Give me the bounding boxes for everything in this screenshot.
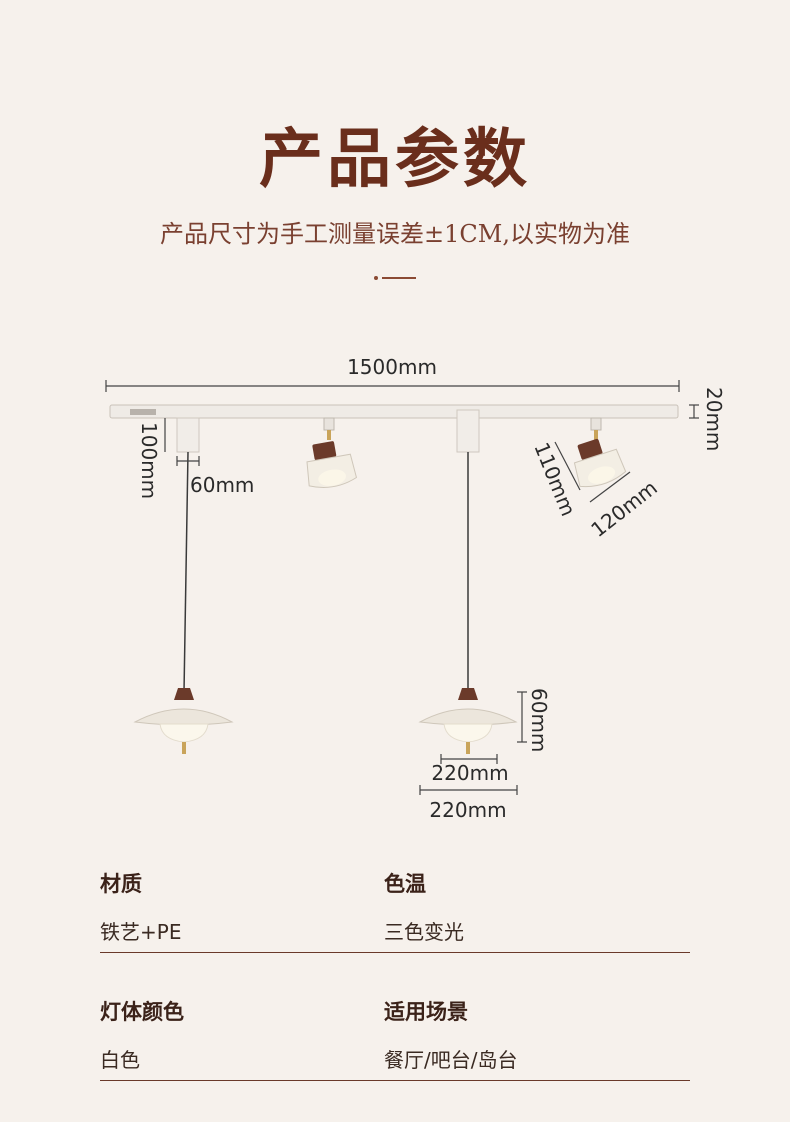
- spot-height-label: 110mm: [529, 439, 580, 520]
- pendant-canister-2: [456, 409, 480, 453]
- spec-label-color-temp: 色温: [384, 872, 426, 896]
- spot-light-2: [573, 438, 627, 488]
- spec-section-1: 材质 铁艺+PE 色温 三色变光: [100, 860, 690, 954]
- product-dimension-diagram: 1500mm 20mm 100mm 60mm 1: [105, 355, 726, 822]
- spec-label-body-color: 灯体颜色: [100, 1000, 184, 1024]
- pendant-cord-1: [183, 451, 189, 693]
- divider-line: [382, 277, 416, 279]
- page-title: 产品参数: [259, 122, 531, 197]
- spot-light-1: [306, 441, 358, 488]
- shade-height-label: 60mm: [527, 688, 551, 752]
- track-height-label: 20mm: [702, 387, 726, 451]
- spec-divider-1: [100, 952, 690, 953]
- length-dimension: [105, 380, 680, 392]
- track-length-label: 1500mm: [347, 355, 437, 379]
- canister-width-label: 60mm: [190, 473, 254, 497]
- spot-adapter-1: [323, 417, 335, 431]
- spec-label-scene: 适用场景: [384, 1000, 468, 1024]
- shade-width-label: 220mm: [429, 798, 506, 822]
- track-connector: [130, 409, 156, 415]
- pendant-canister-1: [176, 417, 200, 453]
- spot-adapter-2: [590, 417, 602, 431]
- pendant-shade-2: [418, 688, 518, 754]
- page-subtitle: 产品尺寸为手工测量误差±1CM,以实物为准: [160, 220, 630, 248]
- spec-value-color-temp: 三色变光: [384, 920, 464, 944]
- spec-divider-2: [100, 1080, 690, 1081]
- spec-value-scene: 餐厅/吧台/岛台: [384, 1048, 518, 1072]
- pendant-shade-1: [133, 688, 234, 754]
- track-height-dimension: [689, 404, 699, 419]
- canister-height-label: 100mm: [137, 422, 161, 499]
- spec-section-2: 灯体颜色 白色 适用场景 餐厅/吧台/岛台: [100, 988, 690, 1082]
- divider-dot: [374, 276, 378, 280]
- spec-value-material: 铁艺+PE: [100, 920, 182, 944]
- spec-label-material: 材质: [100, 872, 142, 896]
- diffuser-width-label: 220mm: [431, 761, 508, 785]
- spec-value-body-color: 白色: [100, 1048, 140, 1072]
- track-rail: [109, 404, 679, 419]
